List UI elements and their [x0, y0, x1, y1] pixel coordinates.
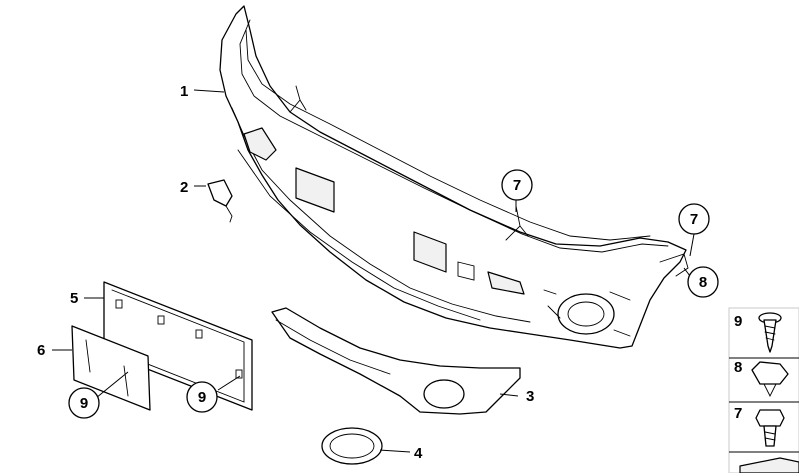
lower-trim-strip — [271, 307, 521, 415]
callout-circle-9-left: 9 — [68, 387, 100, 419]
callout-circle-8: 8 — [687, 266, 719, 298]
svg-text:9: 9 — [198, 389, 206, 406]
callout-5: 5 — [70, 290, 78, 307]
callout-circle-9-right: 9 — [186, 381, 218, 413]
callout-circle-7-right: 7 — [678, 203, 710, 235]
callout-3: 3 — [526, 388, 534, 405]
legend-label-9: 9 — [734, 313, 742, 330]
gasket-icon — [739, 457, 799, 473]
tow-hook-cover — [207, 179, 233, 223]
svg-text:7: 7 — [690, 211, 698, 228]
legend-label-8: 8 — [734, 359, 742, 376]
svg-text:8: 8 — [699, 274, 707, 291]
legend-label-7: 7 — [734, 405, 742, 422]
licence-plate-base — [103, 281, 253, 411]
fog-lamp-ring — [321, 427, 383, 465]
clip-nut-icon — [751, 361, 789, 398]
bumper-panel — [219, 5, 689, 349]
callout-2: 2 — [180, 179, 188, 196]
callout-6: 6 — [37, 342, 45, 359]
callout-1: 1 — [180, 83, 188, 100]
svg-text:7: 7 — [513, 177, 521, 194]
legend-panel — [728, 307, 799, 473]
leader-lines — [52, 89, 695, 453]
svg-text:9: 9 — [80, 395, 88, 412]
callout-circle-7-center: 7 — [501, 169, 533, 201]
plate-bracket — [71, 325, 151, 411]
self-tapping-screw-icon — [758, 312, 782, 353]
fastener-legend: 9 8 7 — [728, 307, 799, 473]
hex-bolt-icon — [755, 409, 785, 447]
callout-4: 4 — [414, 445, 423, 462]
